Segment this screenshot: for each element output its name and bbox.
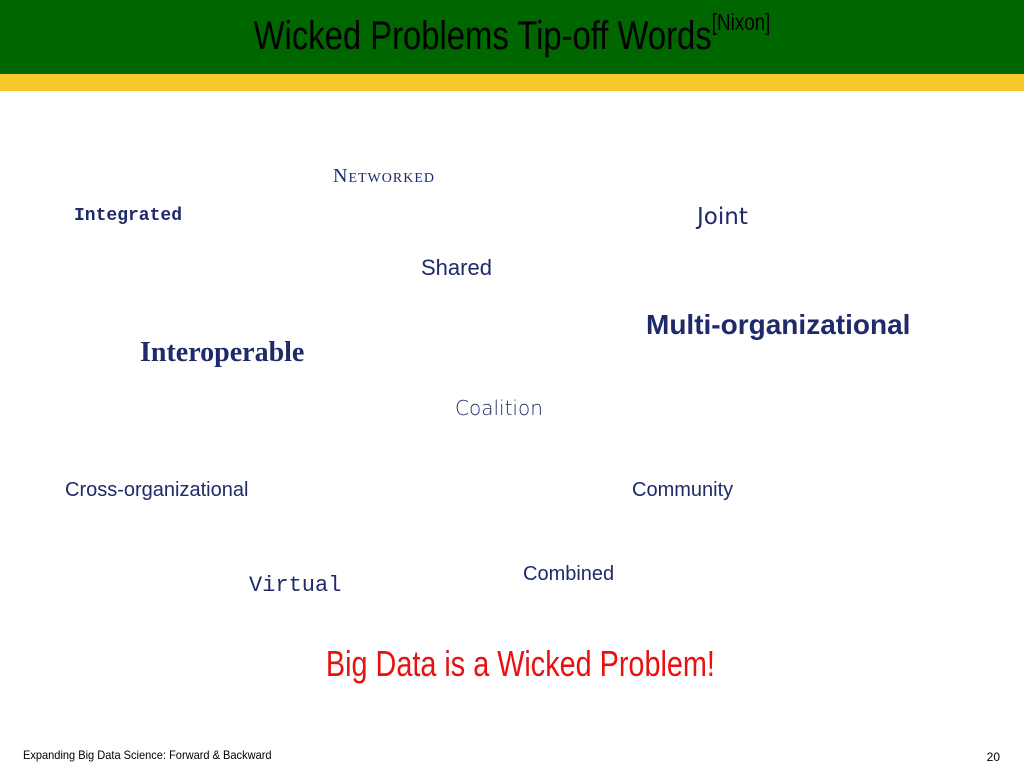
word-multi-organizational: Multi-organizational bbox=[646, 309, 911, 340]
accent-bar bbox=[0, 74, 1024, 91]
slide-title-text: Wicked Problems Tip-off Words bbox=[253, 14, 712, 58]
page-number: 20 bbox=[986, 750, 1000, 764]
title-bar bbox=[0, 0, 1024, 74]
word-virtual: Virtual bbox=[249, 573, 342, 598]
slide-title: Wicked Problems Tip-off Words[Nixon] bbox=[92, 11, 932, 59]
word-shared: Shared bbox=[421, 255, 492, 280]
word-joint: Joint bbox=[697, 204, 748, 230]
footer-text: Expanding Big Data Science: Forward & Ba… bbox=[23, 748, 272, 762]
word-interoperable: Interoperable bbox=[140, 337, 305, 368]
word-combined: Combined bbox=[523, 563, 615, 585]
word-community: Community bbox=[632, 479, 734, 501]
word-coalition: Coalition bbox=[455, 396, 543, 420]
title-citation: [Nixon] bbox=[711, 9, 771, 35]
conclusion-text: Big Data is a Wicked Problem! bbox=[325, 643, 715, 684]
word-networked: Networked bbox=[333, 165, 435, 187]
word-cross-organizational: Cross-organizational bbox=[65, 479, 249, 501]
word-integrated: Integrated bbox=[74, 206, 183, 226]
